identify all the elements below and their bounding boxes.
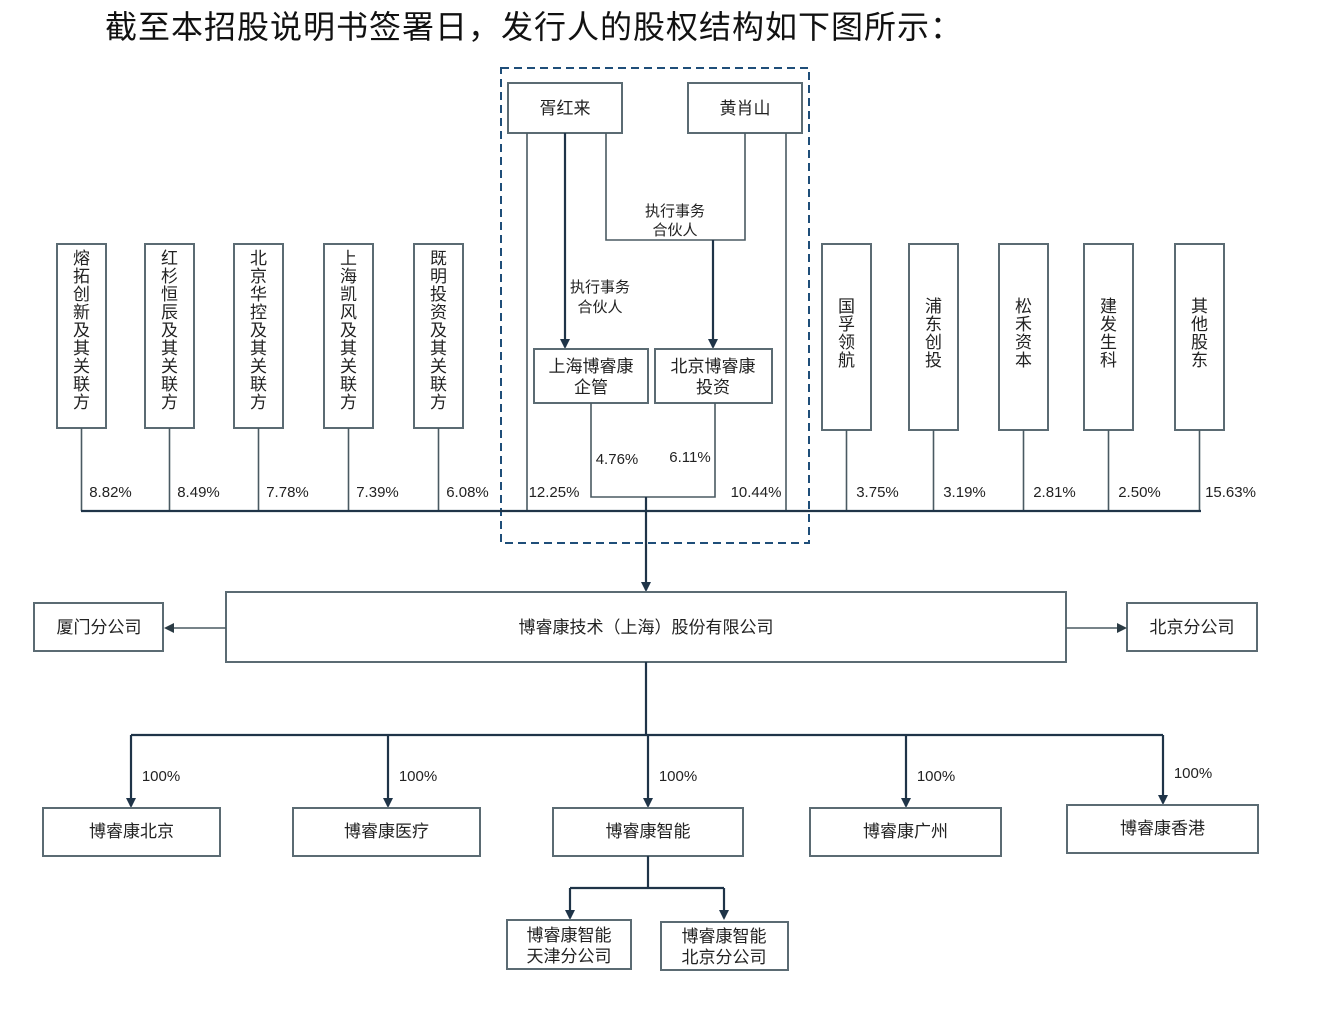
shareholder-right-pct: 3.19% [943,484,986,501]
shareholder-left-name: 既明投资及其关联方 [430,249,447,413]
founder-left-label: 胥红来 [540,99,591,119]
shareholder-left-pct: 7.78% [266,484,309,501]
shareholder-right-name: 松禾资本 [1015,297,1032,371]
subsidiary-3: 博睿康广州 100% [809,735,1002,857]
holding-right-line1: 北京博睿康 [671,357,756,377]
shareholder-right-1: 浦东创投 3.19% [908,243,986,511]
controller-group-boundary [500,67,810,544]
shareholder-left-0: 熔拓创新及其关联方 8.82% [56,243,132,511]
holding-merge-line [590,403,716,498]
subsidiary-name: 博睿康北京 [89,822,174,842]
shareholder-right-pct: 2.50% [1118,484,1161,501]
shareholder-left-name: 北京华控及其关联方 [250,249,267,413]
sub-branch-tianjin-node: 博睿康智能 天津分公司 [506,919,632,970]
shareholder-left-2: 北京华控及其关联方 7.78% [233,243,309,511]
subsidiary-name: 博睿康香港 [1120,819,1205,839]
shareholder-right-pct: 2.81% [1033,484,1076,501]
shareholder-right-name: 其他股东 [1191,297,1208,371]
holding-left-pct: 4.76% [596,451,639,468]
sub-branch-beijing-line2: 北京分公司 [682,948,767,968]
shareholder-right-name: 国孚领航 [838,297,855,371]
founder-right-node: 黄肖山 [687,82,803,134]
shareholder-left-pct: 6.08% [446,484,489,501]
company-name: 博睿康技术（上海）股份有限公司 [519,618,774,638]
shareholder-left-1: 红杉恒辰及其关联方 8.49% [144,243,220,511]
shareholder-right-2: 松禾资本 2.81% [998,243,1076,511]
holding-left-line1: 上海博睿康 [549,357,634,377]
branch-right-label: 北京分公司 [1150,618,1235,638]
subsidiary-1: 博睿康医疗 100% [292,735,481,857]
shareholder-right-name: 浦东创投 [925,297,942,371]
subsidiary-name: 博睿康广州 [863,822,948,842]
shareholder-right-pct: 15.63% [1205,484,1256,501]
exec-partner-upper-line1: 执行事务 [645,202,705,220]
subsidiary-name: 博睿康医疗 [344,822,429,842]
shareholder-left-name: 红杉恒辰及其关联方 [161,249,178,413]
holding-left-node: 上海博睿康 企管 [533,348,649,404]
subsidiary-pct: 100% [1174,765,1212,782]
branch-left-node: 厦门分公司 [33,602,164,652]
holding-right-pct: 6.11% [669,449,710,466]
subsidiary-4: 博睿康香港 100% [1066,735,1259,854]
shareholder-left-pct: 8.82% [89,484,132,501]
sub-branch-tianjin-line2: 天津分公司 [527,947,612,967]
subsidiary-0: 博睿康北京 100% [42,735,221,857]
subsidiary-pct: 100% [917,768,955,785]
shareholder-left-name: 上海凯风及其关联方 [340,249,357,413]
holding-right-node: 北京博睿康 投资 [654,348,773,404]
shareholder-left-pct: 8.49% [177,484,220,501]
shareholder-right-pct: 3.75% [856,484,899,501]
founder-right-pct: 10.44% [731,484,782,501]
founder-left-node: 胥红来 [507,82,623,134]
exec-partner-lower-line2: 合伙人 [577,298,622,316]
founder-left-pct: 12.25% [529,484,580,501]
exec-partner-upper-line2: 合伙人 [652,221,697,239]
branch-right-node: 北京分公司 [1126,602,1258,652]
shareholder-left-name: 熔拓创新及其关联方 [73,249,90,413]
page-title: 截至本招股说明书签署日，发行人的股权结构如下图所示： [105,8,964,46]
subsidiary-pct: 100% [659,768,697,785]
sub-branch-beijing-line1: 博睿康智能 [682,927,767,947]
shareholder-right-0: 国孚领航 3.75% [821,243,899,511]
shareholder-right-3: 建发生科 2.50% [1083,243,1161,511]
founder-exec-partner-link [605,133,746,241]
subsidiary-name: 博睿康智能 [606,822,691,842]
shareholder-left-4: 既明投资及其关联方 6.08% [413,243,489,511]
shareholder-right-name: 建发生科 [1100,297,1117,371]
holding-right-line2: 投资 [696,378,730,398]
sub-branch-tianjin-line1: 博睿康智能 [527,926,612,946]
sub-branch-beijing-node: 博睿康智能 北京分公司 [660,921,789,971]
shareholder-left-3: 上海凯风及其关联方 7.39% [323,243,399,511]
branch-left-label: 厦门分公司 [57,618,142,638]
founder-right-label: 黄肖山 [720,99,771,119]
subsidiary-2: 博睿康智能 100% [552,735,744,857]
subsidiary-pct: 100% [142,768,180,785]
company-node: 博睿康技术（上海）股份有限公司 [225,591,1067,663]
subsidiary-pct: 100% [399,768,437,785]
exec-partner-lower-line1: 执行事务 [570,278,630,296]
shareholder-right-4: 其他股东 15.63% [1174,243,1256,511]
holding-left-line2: 企管 [574,378,608,398]
shareholder-left-pct: 7.39% [356,484,399,501]
